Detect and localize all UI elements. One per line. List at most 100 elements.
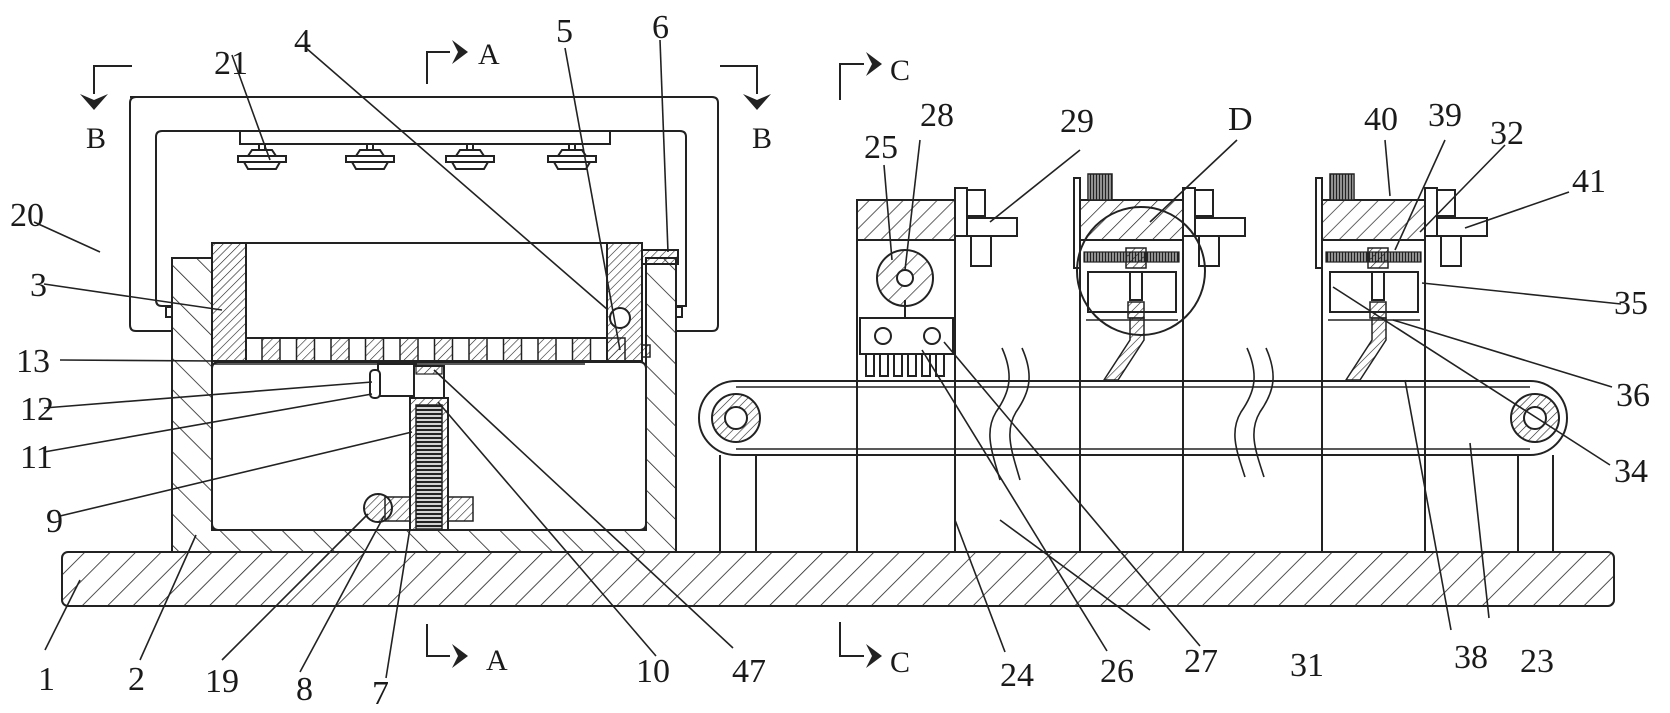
spray-nozzles (237, 143, 597, 170)
label-d: D (1228, 101, 1253, 138)
label-38: 38 (1454, 639, 1488, 676)
label-39: 39 (1428, 97, 1462, 134)
brush-tooth (879, 353, 889, 377)
label-47: 47 (732, 653, 766, 690)
label-11: 11 (20, 439, 53, 476)
section-b-left-label: B (86, 122, 106, 155)
label-26: 26 (1100, 653, 1134, 690)
leader-lines (33, 39, 1622, 679)
brush-tooth (907, 353, 917, 377)
section-b-right-label: B (752, 122, 772, 155)
label-24: 24 (1000, 657, 1034, 694)
side-bracket (1424, 187, 1438, 237)
break-lines (989, 347, 1274, 481)
label-3: 3 (30, 267, 47, 304)
tray-slat (330, 337, 350, 362)
tray-slat (537, 337, 557, 362)
spray-nozzle (970, 235, 992, 267)
side-motor-icon (1194, 189, 1214, 217)
spray-head (1194, 217, 1246, 237)
cleaning-station-3 (1315, 173, 1488, 552)
nozzle-icon (445, 143, 495, 170)
nozzle-tip (242, 161, 282, 170)
label-4: 4 (294, 23, 311, 60)
nozzle-tip (350, 161, 390, 170)
conveyor (698, 380, 1568, 552)
label-12: 12 (20, 391, 54, 428)
label-25: 25 (864, 129, 898, 166)
label-9: 9 (46, 503, 63, 540)
tray-slat (502, 337, 523, 362)
base-plate (61, 551, 1615, 607)
slide-rod (1371, 271, 1385, 301)
label-21: 21 (214, 45, 248, 82)
spray-head (1436, 217, 1488, 237)
label-41: 41 (1572, 163, 1606, 200)
label-28: 28 (920, 97, 954, 134)
motor-icon (1329, 173, 1355, 201)
brush-tooth (893, 353, 903, 377)
drive-belt (1315, 177, 1323, 269)
tray-slat (295, 337, 316, 362)
label-7: 7 (372, 675, 389, 712)
label-6: 6 (652, 9, 669, 46)
brush-tooth (865, 353, 875, 377)
brush-tooth (921, 353, 931, 377)
label-19: 19 (205, 663, 239, 700)
screw-nut (1125, 247, 1147, 269)
nozzle-icon (345, 143, 395, 170)
section-c-bottom-label: C (890, 646, 910, 679)
station-head (1321, 199, 1426, 241)
part-labels: 20 3 13 12 11 9 21 4 5 6 1 2 19 8 7 10 4… (10, 9, 1650, 712)
label-10: 10 (636, 653, 670, 690)
detail-circle-d (1076, 206, 1206, 336)
label-36: 36 (1616, 377, 1650, 414)
tray-slat (468, 337, 488, 362)
tray-slat (433, 337, 454, 362)
section-c-top-label: C (890, 54, 910, 87)
tray-slat (364, 337, 385, 362)
section-a-top-label: A (478, 38, 500, 71)
nozzle-tip (552, 161, 592, 170)
tray-slat (571, 337, 592, 362)
hood (129, 96, 719, 332)
tray-slat (261, 337, 281, 362)
scraper-arm (1102, 317, 1145, 381)
label-40: 40 (1364, 101, 1398, 138)
label-13: 13 (16, 343, 50, 380)
tray-slat (606, 337, 626, 362)
cleaning-station-2 (1073, 173, 1246, 552)
label-8: 8 (296, 671, 313, 708)
label-1: 1 (38, 661, 55, 698)
label-20: 20 (10, 197, 44, 234)
scraper-arm (1344, 317, 1387, 381)
section-markers: A A B B C C (80, 38, 910, 679)
label-31: 31 (1290, 647, 1324, 684)
pivot-36 (1127, 301, 1145, 319)
side-bracket (954, 187, 968, 237)
motor-icon (1087, 173, 1113, 201)
screw-nut (1367, 247, 1389, 269)
lifting-mechanism (363, 363, 474, 531)
label-34: 34 (1614, 453, 1648, 490)
slide-rod (1129, 271, 1143, 301)
nozzle-icon (237, 143, 287, 170)
label-29: 29 (1060, 103, 1094, 140)
stations-2-3 (1073, 173, 1488, 552)
label-23: 23 (1520, 643, 1554, 680)
label-35: 35 (1614, 285, 1648, 322)
tray (211, 242, 679, 365)
brush-tooth (935, 353, 945, 377)
tray-slat (399, 337, 419, 362)
label-5: 5 (556, 13, 573, 50)
label-27: 27 (1184, 643, 1218, 680)
spray-nozzle (1440, 235, 1462, 267)
nozzle-icon (547, 143, 597, 170)
side-motor-icon (966, 189, 986, 217)
label-32: 32 (1490, 115, 1524, 152)
station-1 (856, 187, 1018, 552)
nozzle-tip (450, 161, 490, 170)
section-a-bottom-label: A (486, 644, 508, 677)
label-2: 2 (128, 661, 145, 698)
